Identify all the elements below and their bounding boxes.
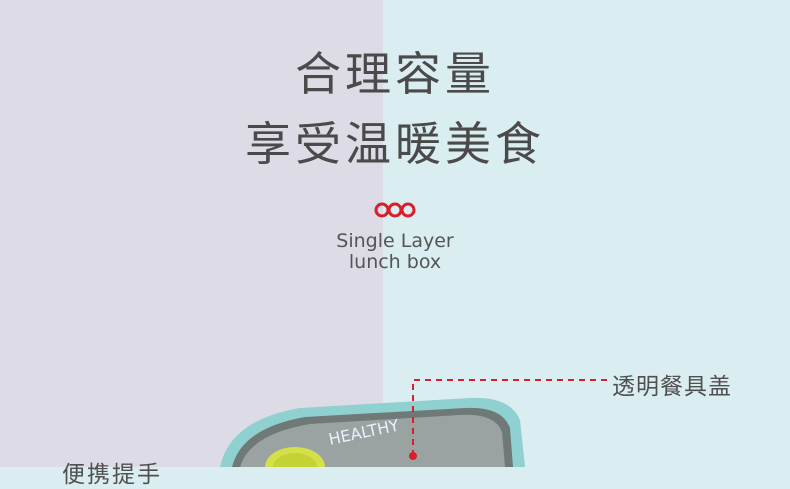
lunch-box-product-image: HEALTHY xyxy=(220,379,608,467)
heading-line-2: 享受温暖美食 xyxy=(245,117,545,171)
handle-callout-label: 便携提手 xyxy=(62,462,162,488)
lid-callout-label: 透明餐具盖 xyxy=(612,374,732,400)
heading-line-1: 合理容量 xyxy=(295,47,495,101)
subtitle-line-2: lunch box xyxy=(348,251,442,273)
left-background xyxy=(0,0,383,467)
subtitle-line-1: Single Layer xyxy=(336,230,454,252)
brand-logo xyxy=(374,202,416,218)
right-background xyxy=(383,0,790,467)
